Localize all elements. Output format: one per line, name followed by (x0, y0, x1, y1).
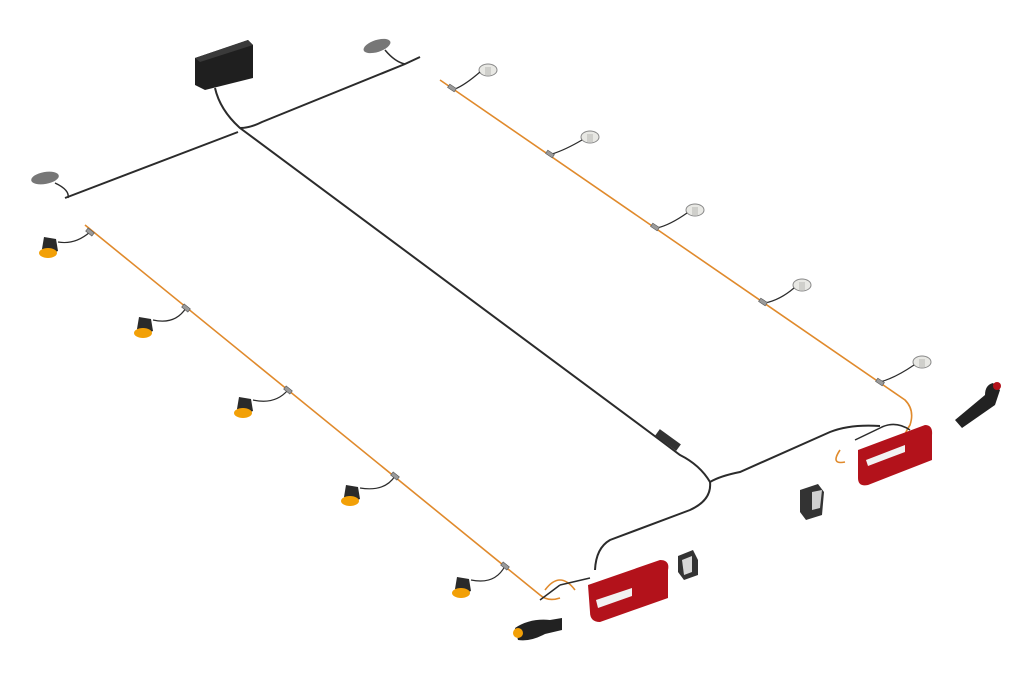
side-marker-lamp-icon (39, 237, 471, 598)
outline-marker-icon (513, 382, 1001, 641)
tail-lamp-icon (588, 425, 933, 622)
control-box-icon (195, 40, 253, 90)
side-marker-lamp-icon (478, 63, 932, 369)
plate-lamp-icon (678, 484, 824, 580)
connector-icon (655, 429, 681, 451)
marker-cable (84, 79, 913, 601)
outline-marker-icon (31, 38, 406, 199)
main-cable (64, 56, 881, 571)
